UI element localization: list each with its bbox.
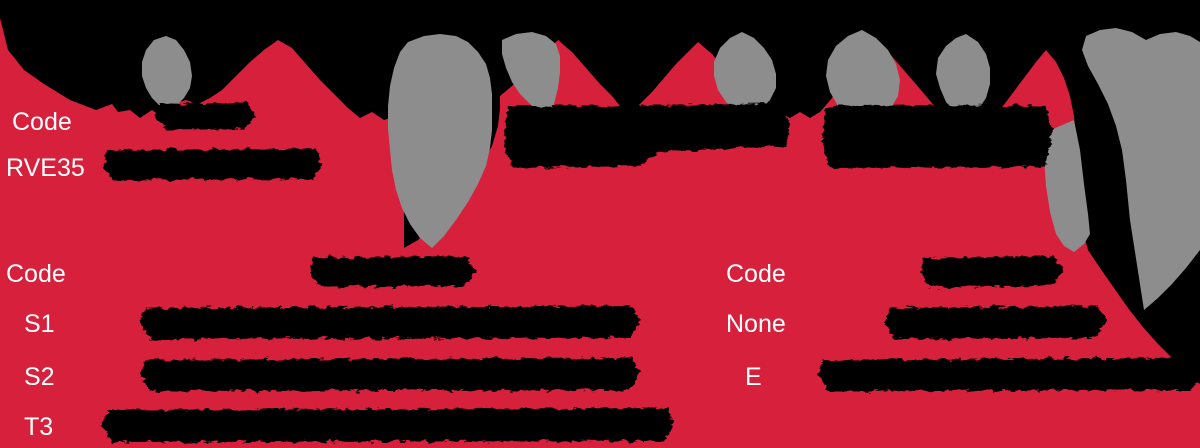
label-lower-left-t3: T3	[24, 413, 54, 441]
gray-wedge-center-large	[388, 34, 492, 248]
label-lower-right-none: None	[726, 310, 786, 338]
label-lower-left-code: Code	[6, 260, 66, 288]
label-upper-rve35: RVE35	[6, 154, 85, 182]
label-lower-right-e: E	[745, 363, 762, 391]
label-upper-code: Code	[12, 108, 72, 136]
gray-wedge-diamond-c	[936, 34, 990, 118]
gray-wedge-block-a	[502, 32, 560, 118]
gray-wedge-right-large	[1082, 28, 1200, 310]
gray-wedge-diamond-a	[714, 32, 776, 116]
label-lower-left-s2: S2	[24, 363, 55, 391]
gray-wedge-notch	[1044, 120, 1090, 252]
label-lower-right-code: Code	[726, 260, 786, 288]
label-lower-left-s1: S1	[24, 310, 55, 338]
gray-wedge-left-small	[142, 36, 192, 110]
gray-wedge-diamond-b	[826, 30, 900, 124]
